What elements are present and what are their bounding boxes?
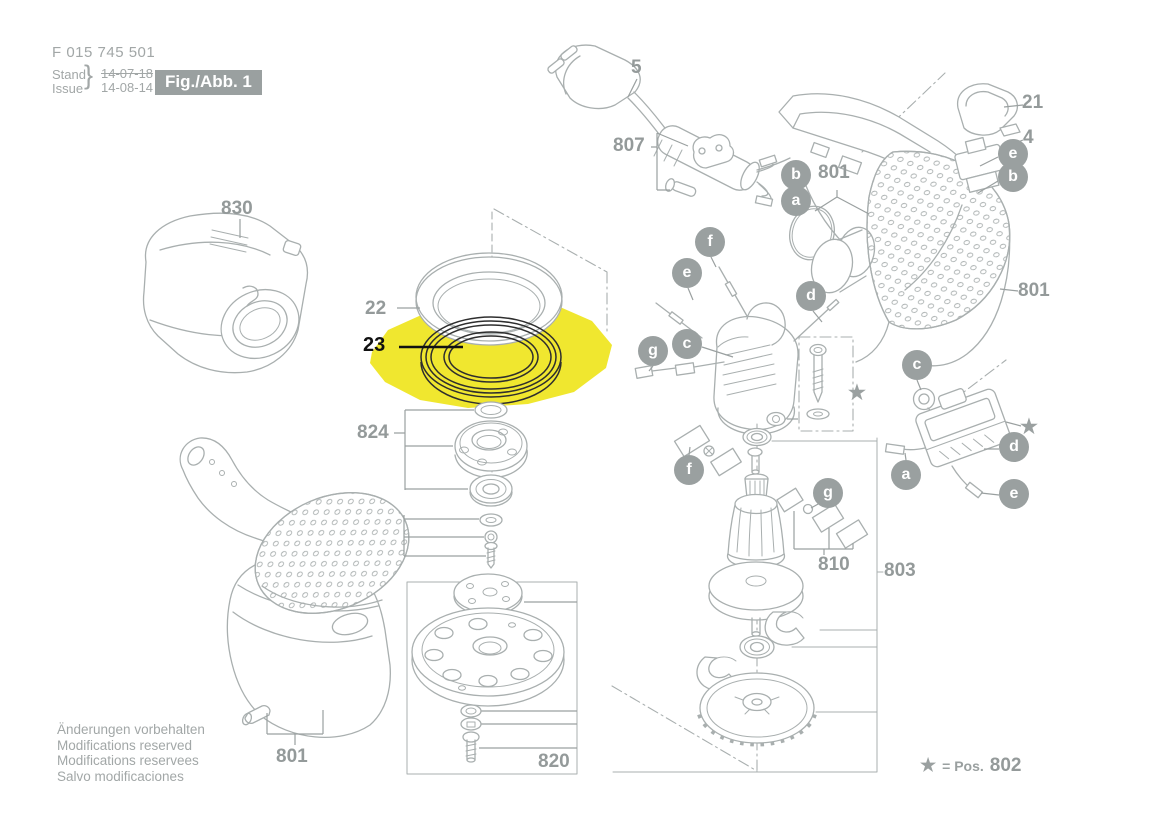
part-label-22: 22 [365, 298, 387, 319]
part-label-801-right: 801 [1018, 280, 1050, 301]
bearing-flange-824-drawing [394, 401, 528, 569]
legend-star-icon: ★ [920, 755, 937, 775]
part-label-23-highlighted: 23 [363, 334, 386, 356]
stand-label: Stand [52, 67, 86, 82]
callout-bubble-d: d [796, 281, 826, 311]
part23-ring-drawing [420, 316, 562, 405]
star-position-legend: ★ = Pos. 802 [920, 755, 1021, 777]
document-number: F 015 745 501 [52, 44, 156, 61]
superseded-date: 14-07-18 [101, 66, 154, 81]
callout-bubble-c: c [672, 329, 702, 359]
part-label-801-body: 801 [276, 746, 308, 767]
callout-bubble-b: b [998, 162, 1028, 192]
part-label-801-top: 801 [818, 162, 850, 183]
part-label-807: 807 [613, 135, 645, 156]
sander-body-801-drawing [179, 437, 410, 745]
part-label-4: 4 [1023, 127, 1034, 148]
figure-label-box: Fig./Abb. 1 [155, 70, 262, 95]
callout-bubble-d: d [999, 432, 1029, 462]
callout-bubble-e: e [999, 479, 1029, 509]
switch-cap-21-drawing [957, 83, 1021, 137]
part-label-824: 824 [357, 422, 389, 443]
brush-set-right-drawing [776, 487, 869, 555]
part-label-830: 830 [221, 198, 253, 219]
notice-line-en: Modifications reserved [57, 737, 193, 753]
motor-screw-star-drawing [766, 336, 854, 432]
legend-position-number: 802 [989, 755, 1022, 776]
callout-bubble-f: f [674, 455, 704, 485]
armature-drawing [696, 423, 817, 771]
notice-line-es: Salvo modificaciones [57, 768, 184, 784]
issue-label: Issue [52, 81, 84, 96]
callout-bubble-g: g [813, 478, 843, 508]
armature-group-803-bracket [612, 437, 884, 773]
dust-box-830-drawing [142, 212, 309, 374]
callout-bubble-a: a [891, 460, 921, 490]
field-coil-drawing [634, 266, 840, 435]
callout-bubble-a: a [781, 186, 811, 216]
part-label-820: 820 [538, 751, 570, 772]
star-marker: ★ [1020, 416, 1038, 438]
part-label-803: 803 [884, 560, 916, 581]
cable-clamp-807-drawing [651, 132, 735, 197]
part-label-21: 21 [1022, 92, 1044, 113]
legend-equals: = Pos. [942, 758, 984, 774]
callout-bubble-f: f [695, 227, 725, 257]
brace-glyph: } [84, 60, 94, 90]
top-housing-801-drawing [778, 93, 1011, 367]
callout-bubble-b: b [781, 160, 811, 190]
brush-set-left-drawing [673, 424, 742, 477]
switch-module-drawing [884, 387, 1011, 499]
part-label-5: 5 [631, 57, 642, 78]
switch-button-4-drawing [954, 136, 1006, 193]
sanding-plate-820-drawing [406, 573, 578, 775]
callout-bubble-c: c [902, 350, 932, 380]
notice-line-fr: Modifications reservees [57, 753, 199, 768]
issue-date: 14-08-14 [101, 80, 154, 95]
callout-bubble-e: e [672, 258, 702, 288]
star-marker: ★ [848, 382, 866, 404]
part-label-810: 810 [818, 554, 850, 575]
legal-notices: Änderungen vorbehalten Modifications res… [57, 722, 205, 784]
callout-bubble-g: g [638, 336, 668, 366]
notice-line-de: Änderungen vorbehalten [57, 722, 205, 737]
